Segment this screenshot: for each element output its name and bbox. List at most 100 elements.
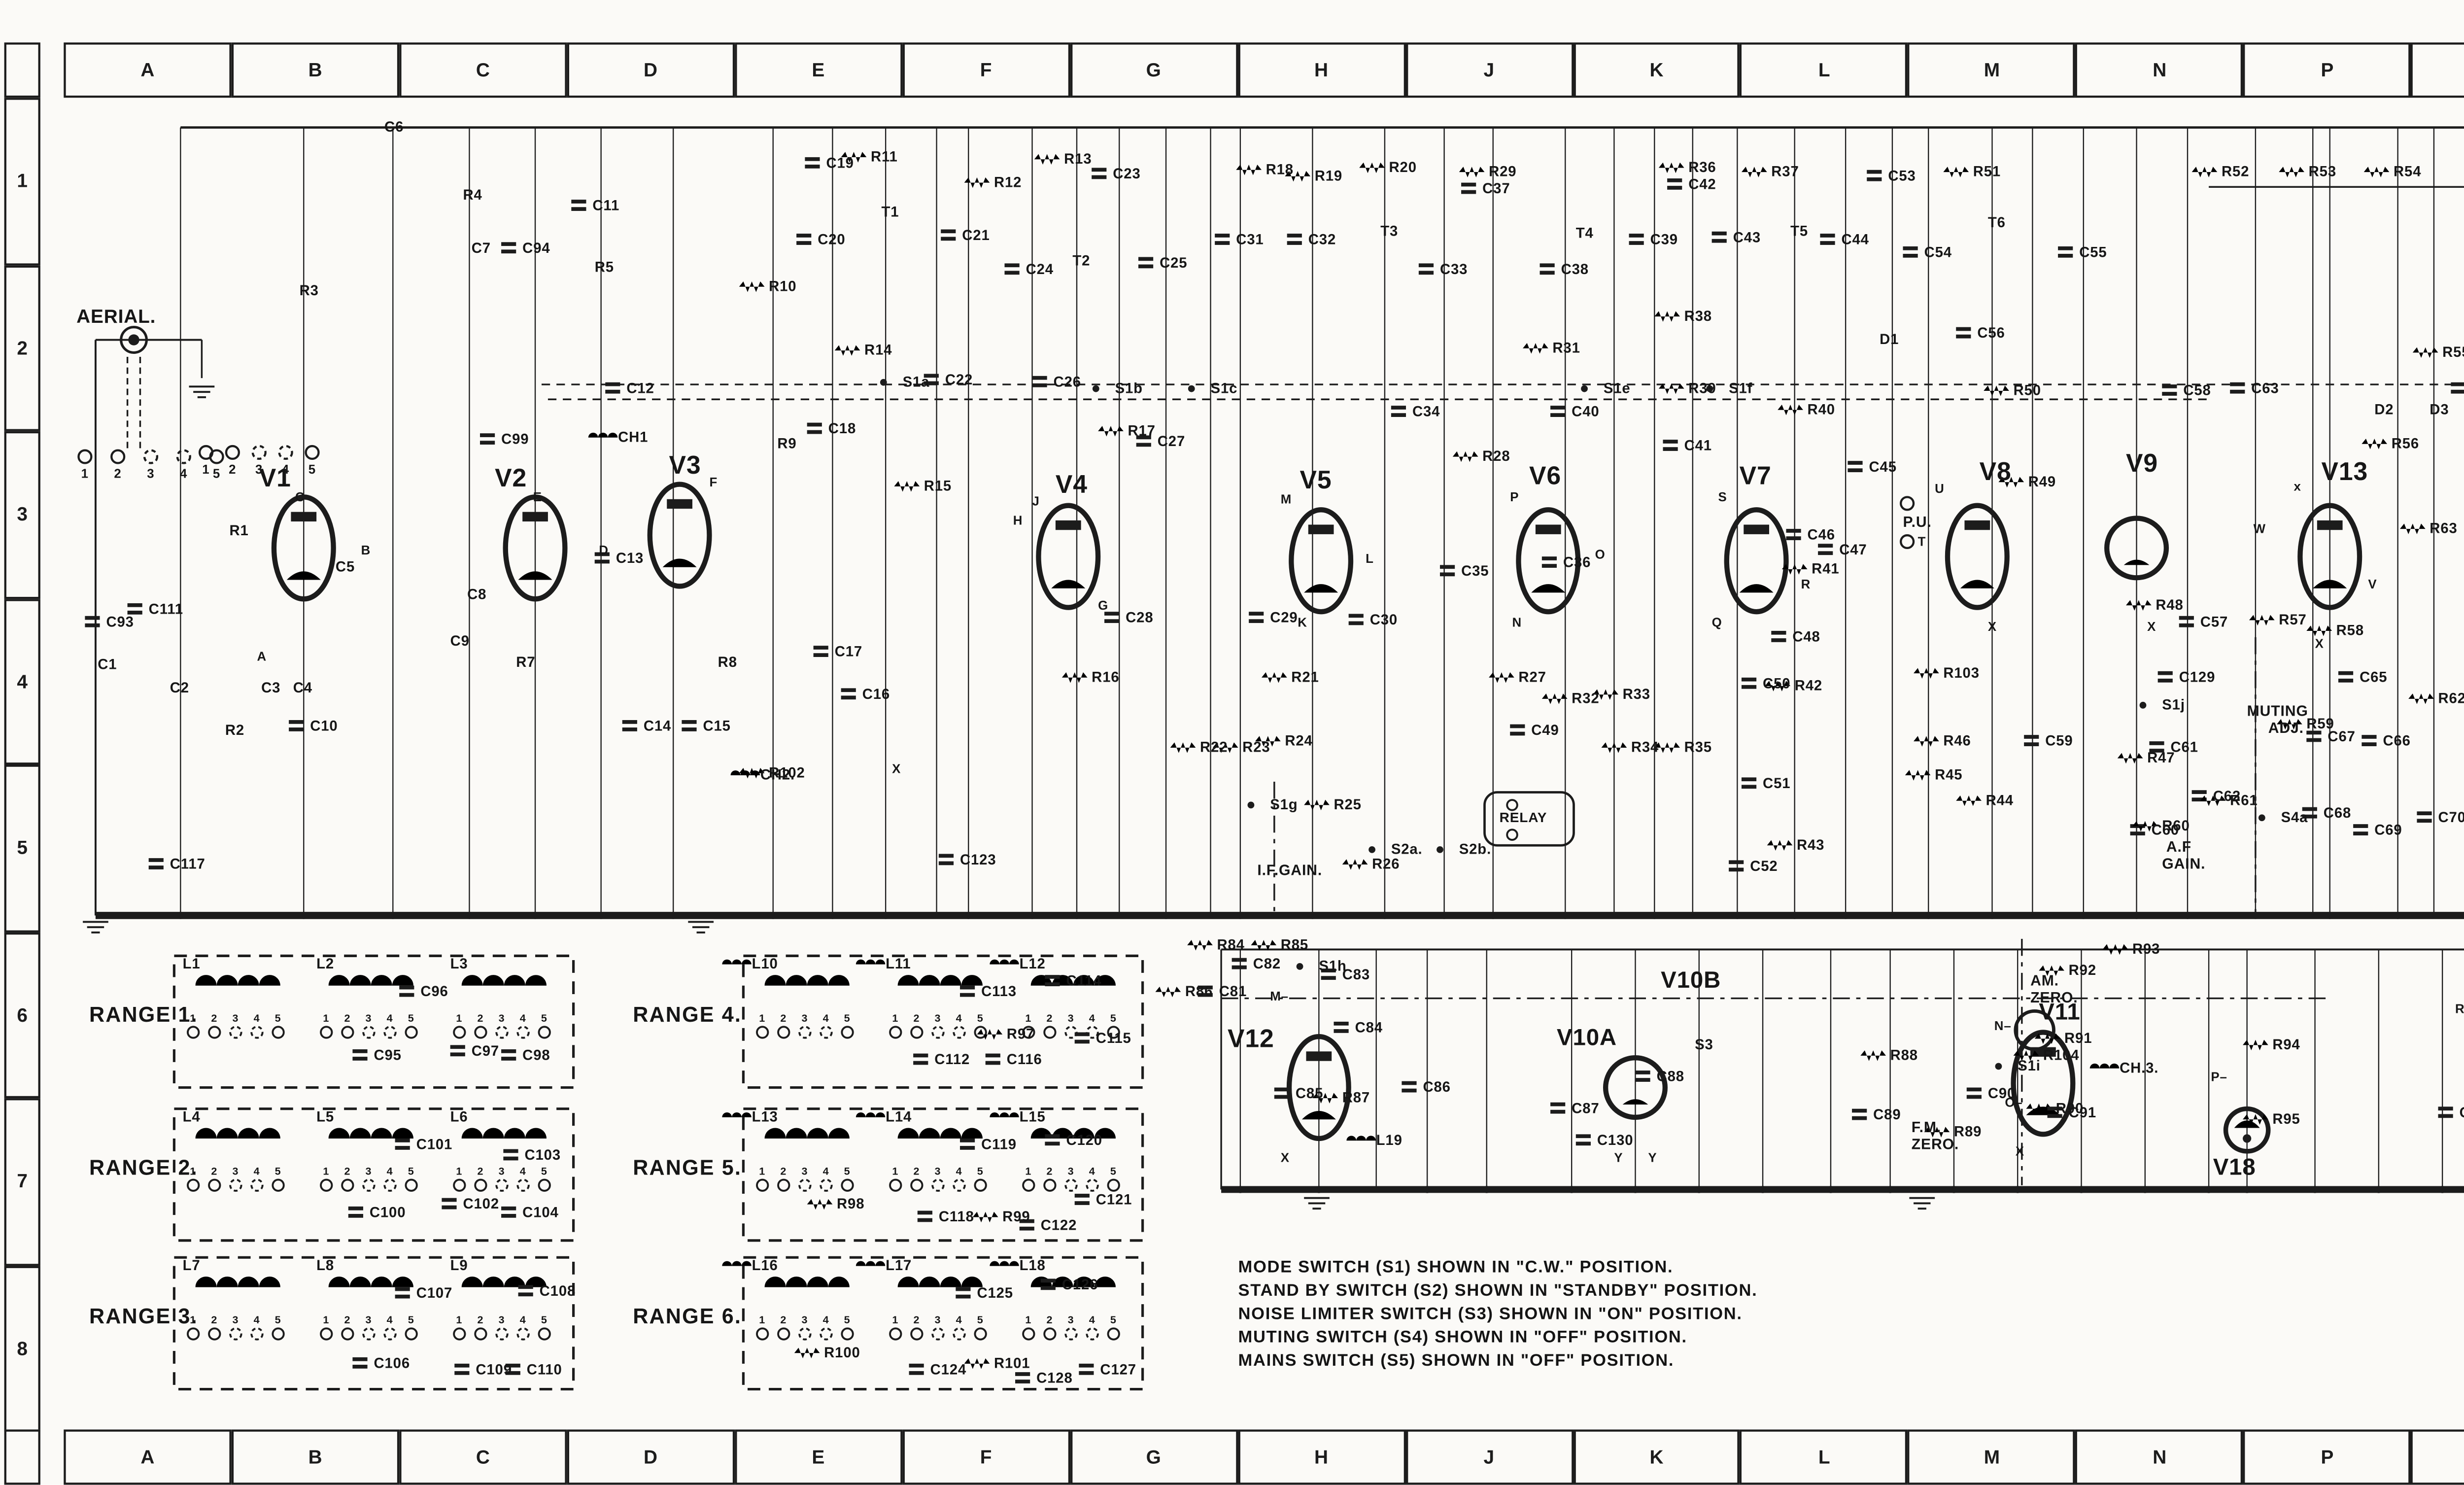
resistor-glyph [1781,564,1808,575]
range-pin-number: 5 [275,1012,281,1024]
pin-label-X: X [892,762,901,776]
component-label-R46: R46 [1943,733,1971,749]
note-line: MAINS SWITCH (S5) SHOWN IN "OFF" POSITIO… [1238,1350,1675,1370]
range-pin-number: 1 [759,1314,765,1326]
range-pin-number: 4 [1089,1012,1095,1024]
pin-label-H: H [1013,514,1023,527]
component-label-IFGAIN: I.F.GAIN. [1257,863,1322,879]
component-label-C24: C24 [1026,261,1054,277]
grid-corner-bl [4,1429,40,1485]
component-label-L11: L11 [886,956,911,972]
resistor-glyph [1984,385,2009,396]
component-label-C116: C116 [1007,1051,1042,1068]
component-label-C16: C16 [862,686,890,702]
resistor-glyph [1658,383,1684,394]
wire [1304,584,1338,593]
component-label-R33: R33 [1623,686,1650,702]
component-label-R25: R25 [1334,796,1361,813]
range-pin-number: 2 [780,1314,786,1326]
component-label-C39: C39 [1650,232,1678,248]
wire [1960,580,1994,588]
resistor-glyph [2243,1114,2268,1125]
component-label-L10: L10 [752,956,778,972]
component-label-L18: L18 [1020,1257,1046,1274]
coil-glyph [990,1112,1019,1117]
coil-glyph [990,1261,1019,1266]
component-label-C104: C104 [522,1204,559,1220]
earth-symbol [189,385,215,398]
component-label-C62: C62 [2213,788,2241,804]
component-label-R21: R21 [1291,669,1319,685]
pin-label-V2: V2 [495,463,527,492]
range-coil [764,975,850,986]
range-pin-number: 4 [520,1314,526,1326]
pin-label-K: K [1298,616,1307,629]
wire [1739,584,1774,593]
switch-glyph [2264,807,2277,820]
pin-label-C5: C5 [336,558,355,575]
wire [2234,1120,2260,1128]
range-pin-number: 2 [211,1012,217,1024]
component-label-C99: C99 [501,431,529,448]
component-label-C36: C36 [1563,554,1591,571]
component-label-C65: C65 [2360,669,2387,685]
switch-glyph [2145,694,2158,708]
range-coil [461,975,547,986]
pin-label-T4: T4 [1576,225,1594,242]
pin-label-X: X [2016,1144,2024,1158]
component-label-C100: C100 [370,1204,406,1220]
component-label-R97: R97 [1007,1026,1034,1042]
resistor-glyph [1452,451,1478,462]
component-label-S1c: S1c [1211,380,1238,396]
component-label-C27: C27 [1158,433,1185,449]
pin-label-V4: V4 [1056,470,1088,498]
range-pin-number: 2 [780,1165,786,1177]
range-pin-number: 1 [1025,1314,1031,1326]
component-label-R49: R49 [2028,474,2056,490]
component-label-C48: C48 [1792,629,1820,645]
component-label-C68: C68 [2324,805,2351,821]
component-label-GAIN: GAIN. [2162,856,2205,872]
pin-number: 1 [81,467,88,481]
pin-label-J: J [1032,495,1040,509]
component-label-R47: R47 [2147,750,2175,766]
resistor-glyph [2276,719,2302,730]
range-pin-number: 3 [935,1165,941,1177]
component-label-C63: C63 [2251,380,2279,396]
pin-label-V3: V3 [669,450,701,479]
component-label-R93: R93 [2132,941,2160,957]
component-label-R86: R86 [1185,983,1213,1000]
coil-glyph [856,1112,886,1117]
note-line: NOISE LIMITER SWITCH (S3) SHOWN IN "ON" … [1238,1304,1743,1323]
component-label-C12: C12 [626,380,654,396]
resistor-glyph [1523,343,1548,354]
component-label-R63: R63 [2430,520,2457,537]
component-label-R29: R29 [1489,164,1516,180]
component-label-C56: C56 [1977,325,2005,341]
range-pin-number: 4 [520,1012,526,1024]
tube-V1 [271,494,336,602]
resistor-glyph [1956,795,1982,806]
range-pin-number: 1 [456,1314,462,1326]
range-pin-number: 1 [759,1165,765,1177]
wire [94,339,202,916]
range-pin-number: 1 [892,1165,898,1177]
range-pin-number: 4 [956,1012,962,1024]
component-label-C103: C103 [524,1147,561,1163]
component-label-R90: R90 [2056,1100,2084,1116]
range-label: RANGE 3. [89,1305,198,1328]
pin-label-P: P [1510,490,1519,504]
component-label-R89: R89 [1954,1124,1982,1140]
pin-label-V1: V1 [259,463,291,492]
wire [1051,580,1086,588]
range-coil [764,1277,850,1287]
switch-contact [77,449,93,464]
grid-column-G-bottom: G [1069,1429,1237,1485]
switch-position-notes: MODE SWITCH (S1) SHOWN IN "C.W." POSITIO… [1238,1255,1758,1372]
component-label-C113: C113 [981,983,1017,1000]
range-pin-number: 5 [275,1165,281,1177]
component-label-C67: C67 [2327,728,2355,745]
